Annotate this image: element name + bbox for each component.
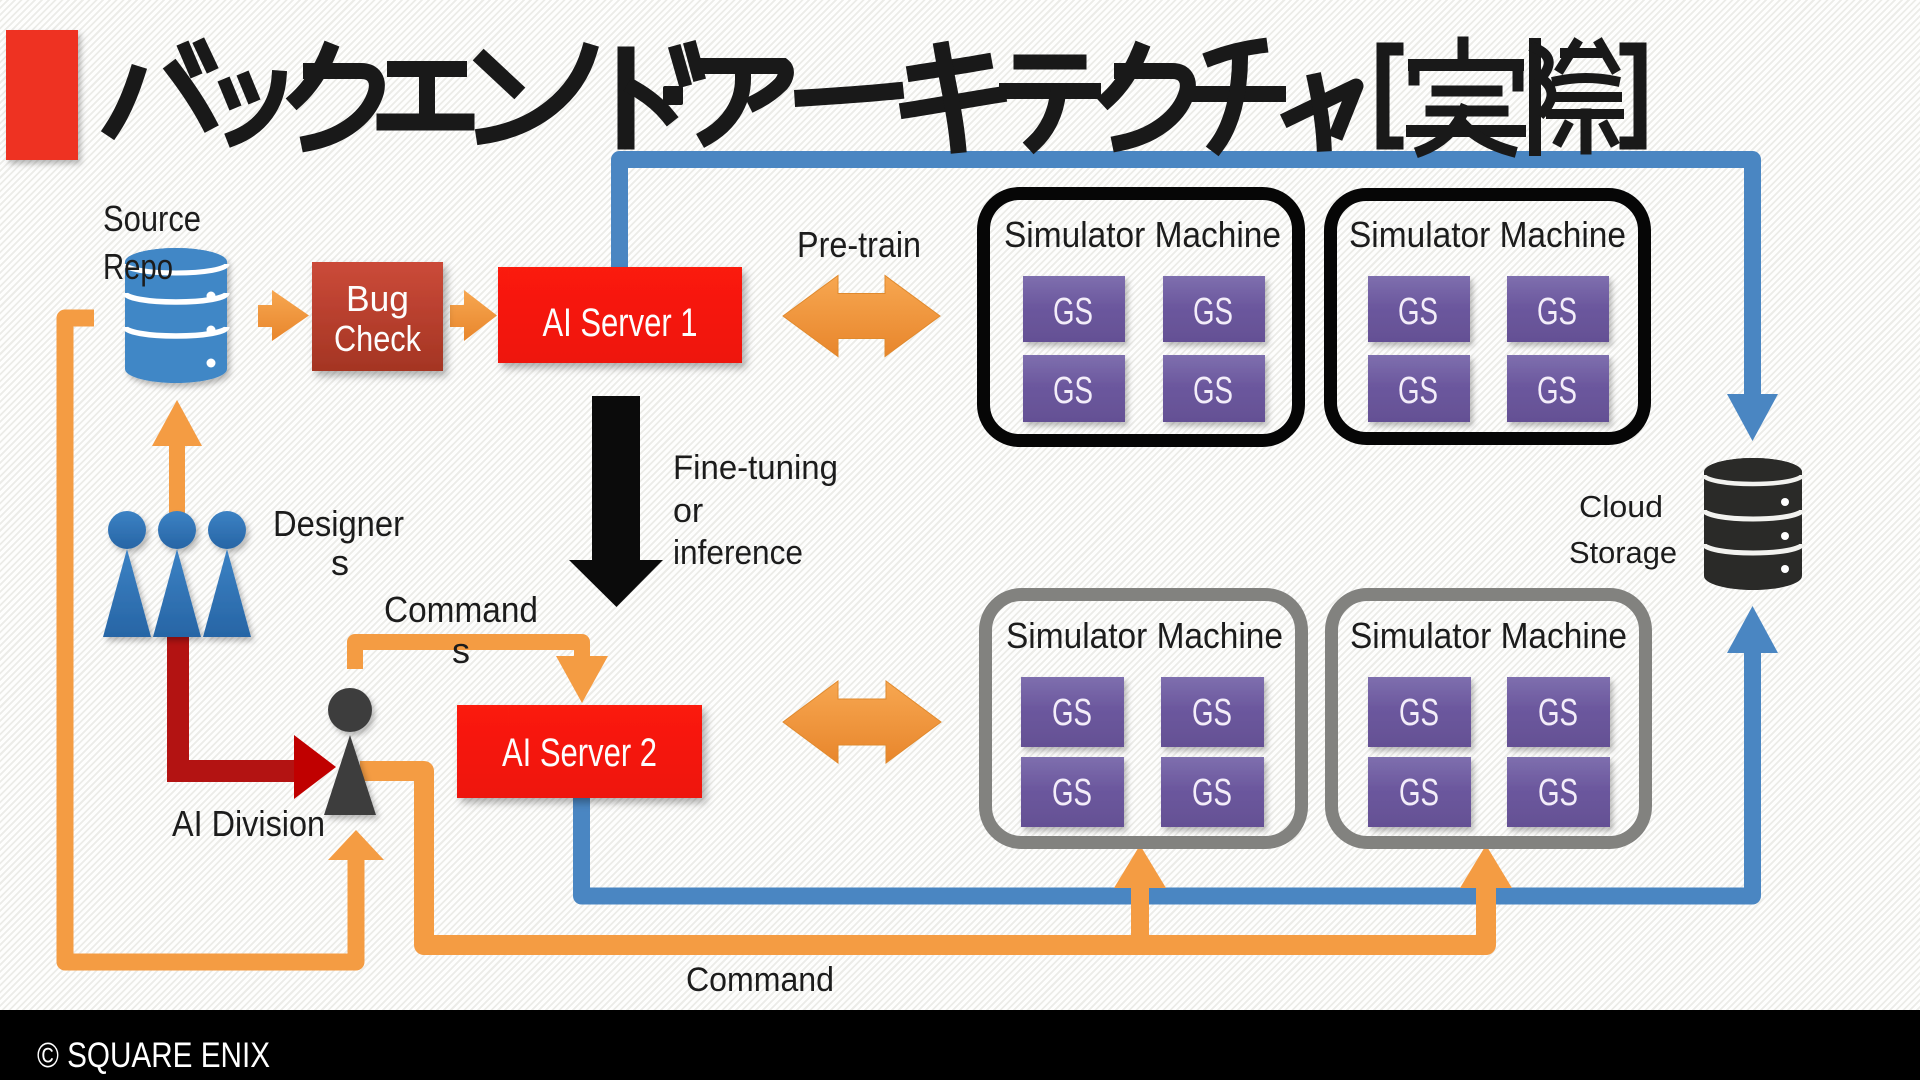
svg-text:GS: GS: [1398, 291, 1438, 333]
svg-text:s: s: [452, 630, 470, 671]
svg-text:Command: Command: [686, 961, 834, 999]
svg-text:Bug: Bug: [346, 278, 409, 319]
svg-text:Fine-tuning: Fine-tuning: [673, 449, 838, 487]
svg-text:inference: inference: [673, 534, 803, 572]
svg-text:GS: GS: [1398, 370, 1438, 412]
svg-text:GS: GS: [1192, 692, 1232, 734]
svg-text:GS: GS: [1193, 370, 1233, 412]
svg-text:s: s: [331, 542, 349, 583]
svg-text:GS: GS: [1053, 370, 1093, 412]
svg-text:GS: GS: [1192, 772, 1232, 814]
svg-text:AI Server 2: AI Server 2: [502, 731, 657, 775]
svg-text:Command: Command: [384, 589, 538, 630]
svg-text:GS: GS: [1193, 291, 1233, 333]
svg-text:GS: GS: [1052, 772, 1092, 814]
svg-text:AI Division: AI Division: [172, 803, 325, 844]
svg-text:Check: Check: [334, 318, 422, 359]
svg-text:GS: GS: [1538, 692, 1578, 734]
svg-text:Simulator Machine: Simulator Machine: [1350, 615, 1627, 656]
svg-text:Simulator Machine: Simulator Machine: [1349, 214, 1626, 255]
svg-text:Source: Source: [103, 198, 201, 239]
svg-text:GS: GS: [1399, 692, 1439, 734]
svg-text:Simulator Machine: Simulator Machine: [1004, 214, 1281, 255]
svg-text:GS: GS: [1537, 291, 1577, 333]
svg-text:Pre-train: Pre-train: [797, 224, 921, 265]
svg-text:Simulator Machine: Simulator Machine: [1006, 615, 1283, 656]
svg-text:Cloud: Cloud: [1579, 489, 1663, 524]
svg-text:GS: GS: [1537, 370, 1577, 412]
svg-text:Storage: Storage: [1569, 535, 1677, 570]
svg-text:GS: GS: [1052, 692, 1092, 734]
svg-text:GS: GS: [1399, 772, 1439, 814]
svg-text:or: or: [673, 492, 703, 530]
svg-text:GS: GS: [1053, 291, 1093, 333]
svg-text:GS: GS: [1538, 772, 1578, 814]
svg-text:AI Server 1: AI Server 1: [543, 301, 698, 345]
svg-text:© SQUARE ENIX: © SQUARE ENIX: [37, 1036, 270, 1075]
svg-text:Repo: Repo: [103, 246, 173, 287]
svg-text:Designer: Designer: [273, 503, 404, 544]
